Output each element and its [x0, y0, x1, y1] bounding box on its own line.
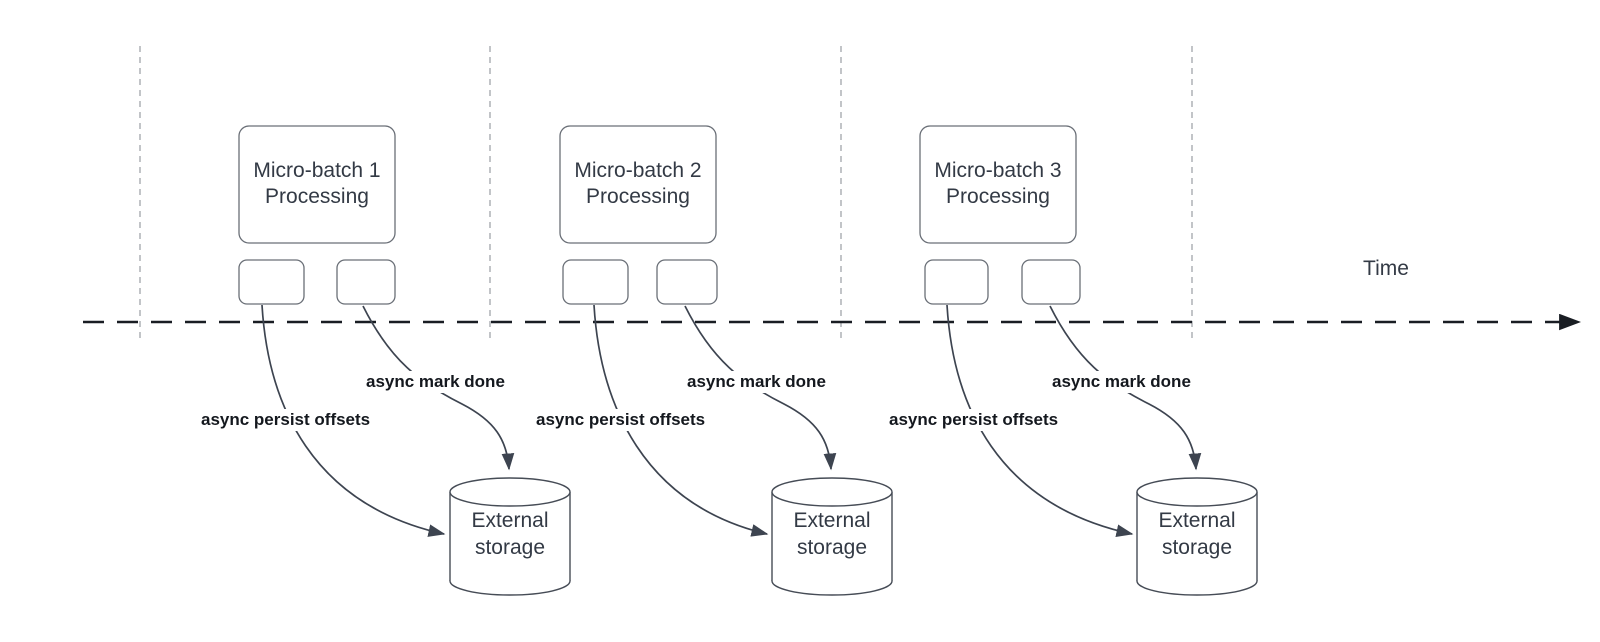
- external-storage-label-1: External storage: [450, 507, 570, 561]
- persist-offsets-arrow-2: [593, 304, 769, 537]
- persist-offsets-arrow-3: [946, 304, 1134, 537]
- micro-batch-2-title: Micro-batch 2 Processing: [560, 158, 716, 210]
- mark-done-arrow-1: [362, 305, 515, 471]
- external-storage-label-1-line1: External: [471, 509, 549, 532]
- external-storage-label-3: External storage: [1137, 507, 1257, 561]
- small-box-3-right: [1021, 259, 1081, 305]
- persist-offsets-label-1: async persist offsets: [197, 409, 375, 431]
- micro-batch-2-box: [559, 125, 717, 244]
- micro-batch-3-title-line1: Micro-batch 3: [934, 159, 1062, 182]
- small-box-3-left: [924, 259, 989, 305]
- micro-batch-3-title: Micro-batch 3 Processing: [920, 158, 1076, 210]
- time-axis-label: Time: [1363, 257, 1409, 280]
- micro-batch-1-title-line1: Micro-batch 1: [253, 159, 381, 182]
- micro-batch-3-title-line2: Processing: [946, 185, 1050, 208]
- small-box-2-right: [656, 259, 718, 305]
- panel-2: [559, 125, 893, 596]
- external-storage-cylinder-2: [771, 477, 893, 596]
- micro-batch-3-box: [919, 125, 1077, 244]
- mark-done-label-2: async mark done: [683, 371, 830, 393]
- micro-batch-2-title-line1: Micro-batch 2: [574, 159, 702, 182]
- persist-offsets-label-2: async persist offsets: [532, 409, 710, 431]
- micro-batch-1-title: Micro-batch 1 Processing: [239, 158, 395, 210]
- small-box-2-left: [562, 259, 629, 305]
- mark-done-label-1: async mark done: [362, 371, 509, 393]
- external-storage-label-2-line1: External: [793, 509, 871, 532]
- micro-batch-1-title-line2: Processing: [265, 185, 369, 208]
- mark-done-arrow-3: [1049, 305, 1202, 471]
- external-storage-label-3-line1: External: [1158, 509, 1236, 532]
- external-storage-cylinder-1: [449, 477, 571, 596]
- micro-batch-1-box: [238, 125, 396, 244]
- mark-done-arrow-2: [684, 305, 837, 471]
- panel-1: [238, 125, 571, 596]
- external-storage-label-3-line2: storage: [1161, 536, 1233, 559]
- external-storage-label-2: External storage: [772, 507, 892, 561]
- small-box-1-left: [238, 259, 305, 305]
- micro-batch-2-title-line2: Processing: [586, 185, 690, 208]
- small-box-1-right: [336, 259, 396, 305]
- external-storage-label-1-line2: storage: [474, 536, 546, 559]
- persist-offsets-arrow-1: [261, 304, 446, 537]
- persist-offsets-label-3: async persist offsets: [885, 409, 1063, 431]
- external-storage-label-2-line2: storage: [796, 536, 868, 559]
- panel-3: [919, 125, 1258, 596]
- external-storage-cylinder-3: [1136, 477, 1258, 596]
- mark-done-label-3: async mark done: [1048, 371, 1195, 393]
